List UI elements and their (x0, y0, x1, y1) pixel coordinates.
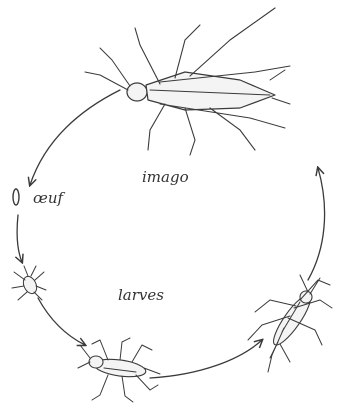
imago-label: imago (142, 168, 189, 186)
imago-insect-drawing (85, 8, 290, 155)
larva-stage-1-drawing (12, 266, 46, 300)
larva-stage-2-drawing (78, 338, 160, 402)
arrow-larva1-to-larva2 (38, 298, 85, 345)
egg-label: œuf (33, 189, 65, 207)
larva-stage-3-drawing (248, 275, 332, 372)
arrow-imago-to-egg (30, 90, 120, 185)
arrow-larva2-to-larva3 (150, 340, 262, 378)
arrow-egg-to-larva1 (17, 215, 22, 262)
arrow-larva3-to-imago (308, 168, 325, 280)
egg-drawing (13, 189, 19, 205)
larvae-label: larves (118, 286, 164, 304)
